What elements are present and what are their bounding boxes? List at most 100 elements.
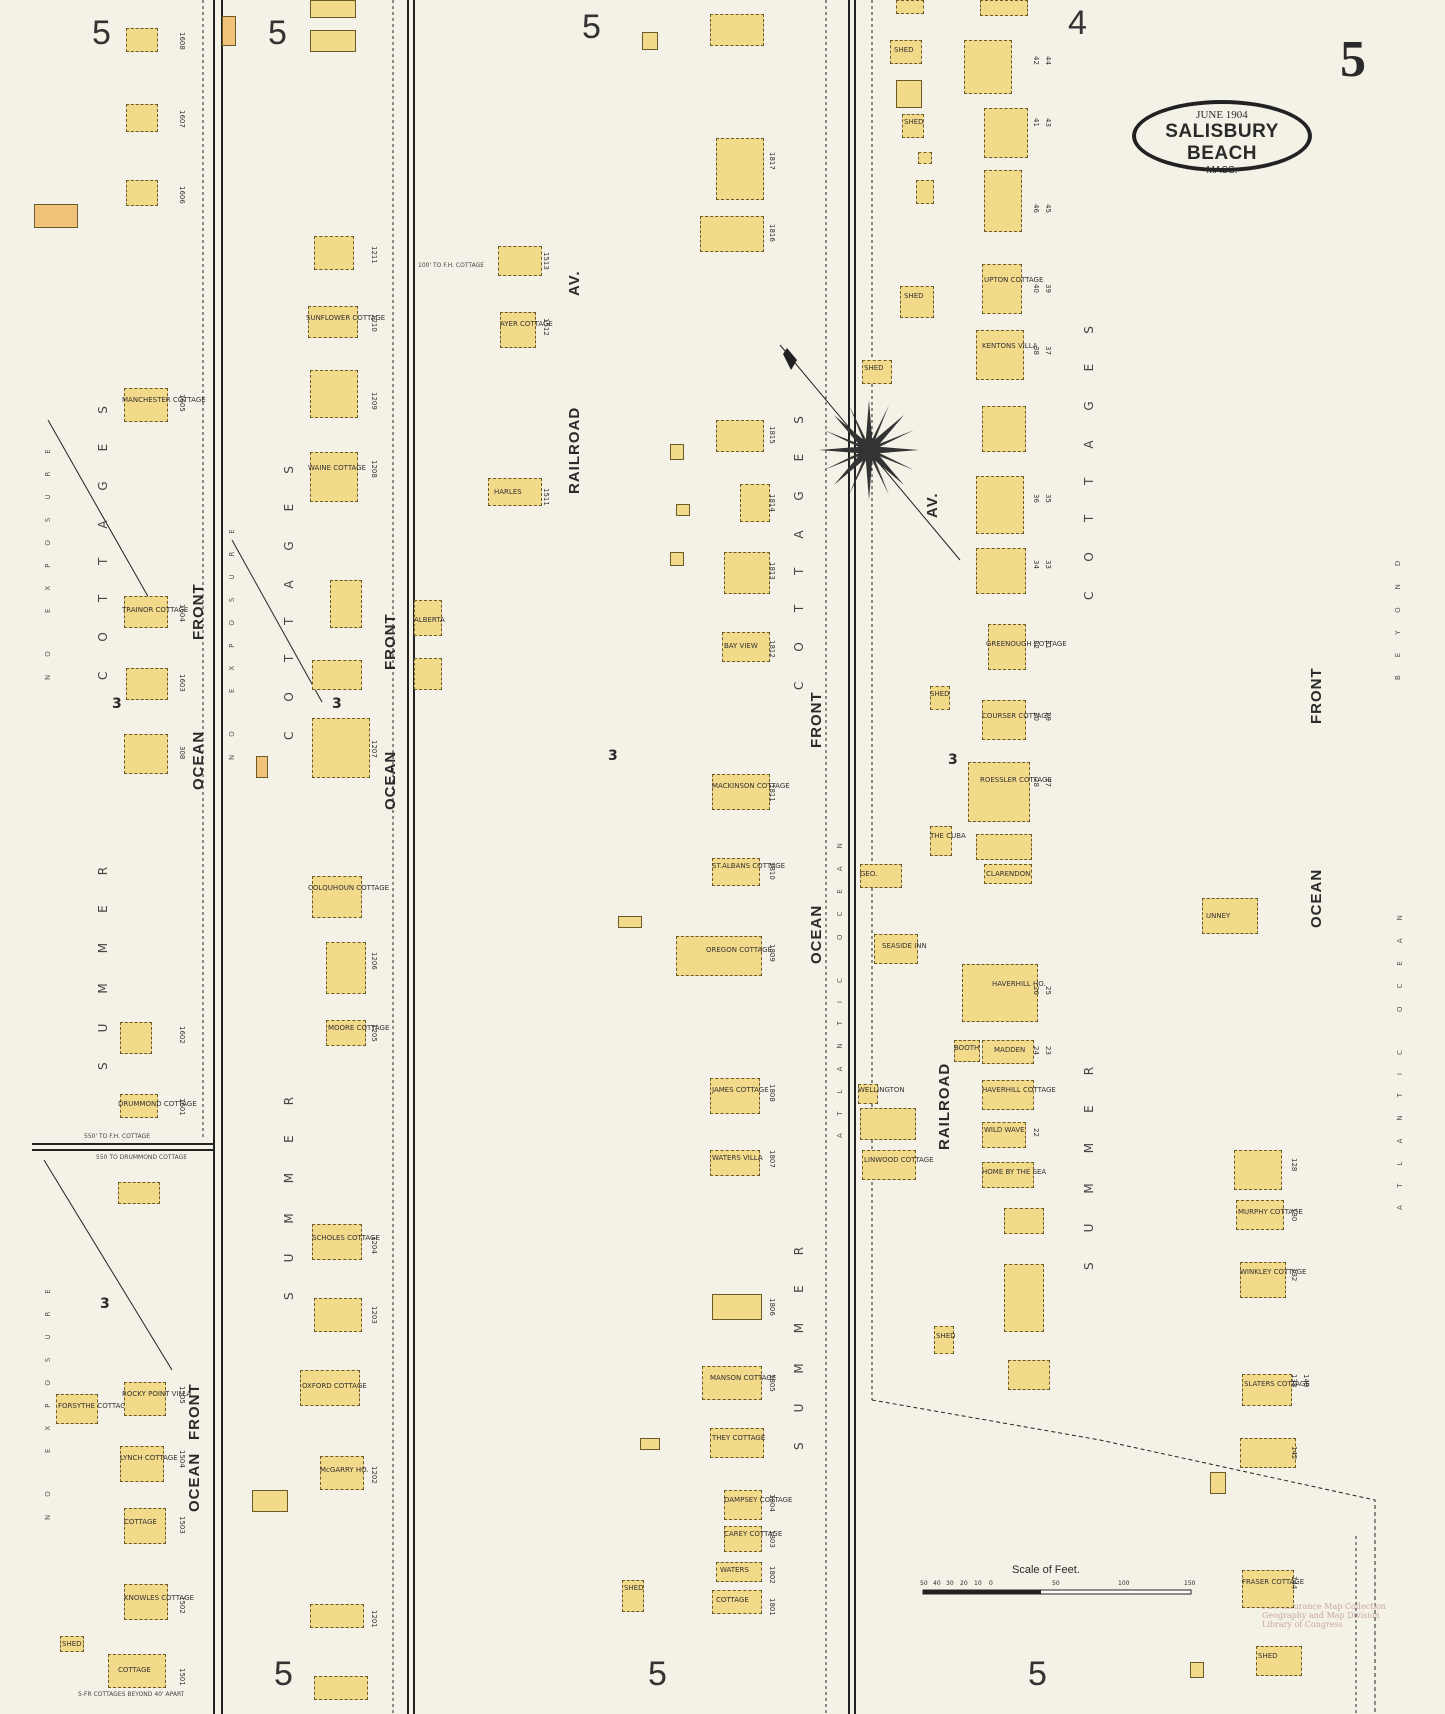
building-label: MACKINSON COTTAGE — [712, 782, 790, 790]
building — [498, 246, 542, 276]
building — [126, 180, 158, 206]
house-number: 1604 — [178, 604, 186, 622]
building — [954, 1040, 980, 1062]
building — [964, 40, 1012, 94]
building-label: BAY VIEW — [724, 642, 758, 650]
building — [312, 876, 362, 918]
building-label: THEY COTTAGE — [712, 1434, 766, 1442]
house-number: 29 — [1044, 712, 1052, 721]
house-number: 1811 — [768, 784, 776, 802]
house-number: 1805 — [768, 1374, 776, 1392]
house-number: 1501 — [178, 1668, 186, 1686]
building — [256, 756, 268, 778]
house-number: 31 — [1044, 640, 1052, 649]
building — [890, 40, 922, 64]
building-label: ROCKY POINT VILLA — [122, 1390, 192, 1398]
building — [320, 1456, 364, 1490]
building — [1242, 1374, 1292, 1406]
house-number: 1809 — [768, 944, 776, 962]
no-exposure-label: NO EXPOSURE — [228, 511, 236, 760]
house-number: 1202 — [370, 1466, 378, 1484]
building — [984, 170, 1022, 232]
building-label: WINKLEY COTTAGE — [1240, 1268, 1307, 1276]
house-number: 1816 — [768, 224, 776, 242]
building-label: WATERS VILLA — [712, 1154, 763, 1162]
house-number: 142 — [1290, 1446, 1298, 1460]
exposure-line-3 — [43, 1159, 173, 1371]
building — [716, 1562, 762, 1582]
beyond-label: BEYOND — [1394, 542, 1402, 680]
house-number: 46 — [1032, 204, 1040, 213]
building — [314, 236, 354, 270]
building — [930, 826, 952, 856]
map-place-name: SALISBURY BEACH — [1165, 121, 1279, 164]
house-number: 28 — [1032, 778, 1040, 787]
house-number: 1807 — [768, 1150, 776, 1168]
building — [860, 864, 902, 888]
building — [896, 0, 924, 14]
house-number: 26 — [1032, 986, 1040, 995]
house-number: 1209 — [370, 392, 378, 410]
house-number: 42 — [1032, 56, 1040, 65]
exposure-line-2 — [231, 539, 323, 703]
building — [712, 774, 770, 810]
building — [1242, 1570, 1294, 1608]
building-label: SHED — [1258, 1652, 1278, 1660]
building-label: FRASER COTTAGE — [1242, 1578, 1305, 1586]
building-label: THE CUBA — [930, 832, 966, 840]
building-label: UPTON COTTAGE — [984, 276, 1044, 284]
street-label-railroad: RAILROAD — [566, 406, 583, 494]
building-label: COTTAGE — [124, 1518, 157, 1526]
no-exposure-label: NO EXPOSURE — [44, 1271, 52, 1520]
house-number: 1814 — [768, 494, 776, 512]
atlantic-ocean-label: ATLANTIC OCEAN — [836, 825, 844, 1138]
house-number: 1804 — [768, 1494, 776, 1512]
building — [1004, 1208, 1044, 1234]
street-label-front: FRONT — [808, 691, 825, 748]
sheet-number: 5 — [1340, 31, 1366, 88]
building — [724, 1526, 762, 1552]
house-number: 34 — [1032, 560, 1040, 569]
building — [1202, 898, 1258, 934]
building — [982, 1122, 1026, 1148]
building — [900, 286, 934, 318]
building — [120, 1446, 164, 1482]
adjoining-sheet-label: 5 — [582, 8, 601, 46]
house-number: 1505 — [178, 1386, 186, 1404]
house-number: 30 — [1032, 712, 1040, 721]
house-number: 1808 — [768, 1084, 776, 1102]
street-label-railroad: RAILROAD — [936, 1062, 953, 1150]
library-stamp: Fire Insurance Map Collection Geography … — [1262, 1602, 1386, 1629]
house-number: 1207 — [370, 740, 378, 758]
building — [222, 16, 236, 46]
building — [902, 114, 924, 138]
building — [640, 1438, 660, 1450]
building — [1234, 1150, 1282, 1190]
area-label-cottages: COTTAGES — [1082, 296, 1096, 600]
house-number: 1211 — [370, 246, 378, 264]
building — [716, 420, 764, 452]
building — [310, 30, 356, 52]
house-number: 1815 — [768, 426, 776, 444]
compass-rose — [783, 348, 919, 500]
building — [34, 204, 78, 228]
fire-district-marker: 3 — [948, 752, 958, 768]
house-number: 1206 — [370, 952, 378, 970]
fire-district-marker: 3 — [332, 696, 342, 712]
area-label-summer: SUMMER — [1082, 1036, 1096, 1270]
building-label: SHED — [930, 690, 950, 698]
building — [622, 1580, 644, 1612]
building — [676, 504, 690, 516]
building — [124, 734, 168, 774]
adjoining-sheet-label: 5 — [274, 1655, 293, 1693]
building — [314, 1676, 368, 1700]
house-number: 132 — [1290, 1268, 1298, 1282]
building — [124, 1508, 166, 1544]
street-label-av: AV. — [566, 270, 583, 296]
house-number: 45 — [1044, 204, 1052, 213]
building-label: SHED — [894, 46, 914, 54]
building-label: ALBERTA — [414, 616, 445, 624]
house-number: 33 — [1044, 560, 1052, 569]
building — [60, 1636, 84, 1652]
